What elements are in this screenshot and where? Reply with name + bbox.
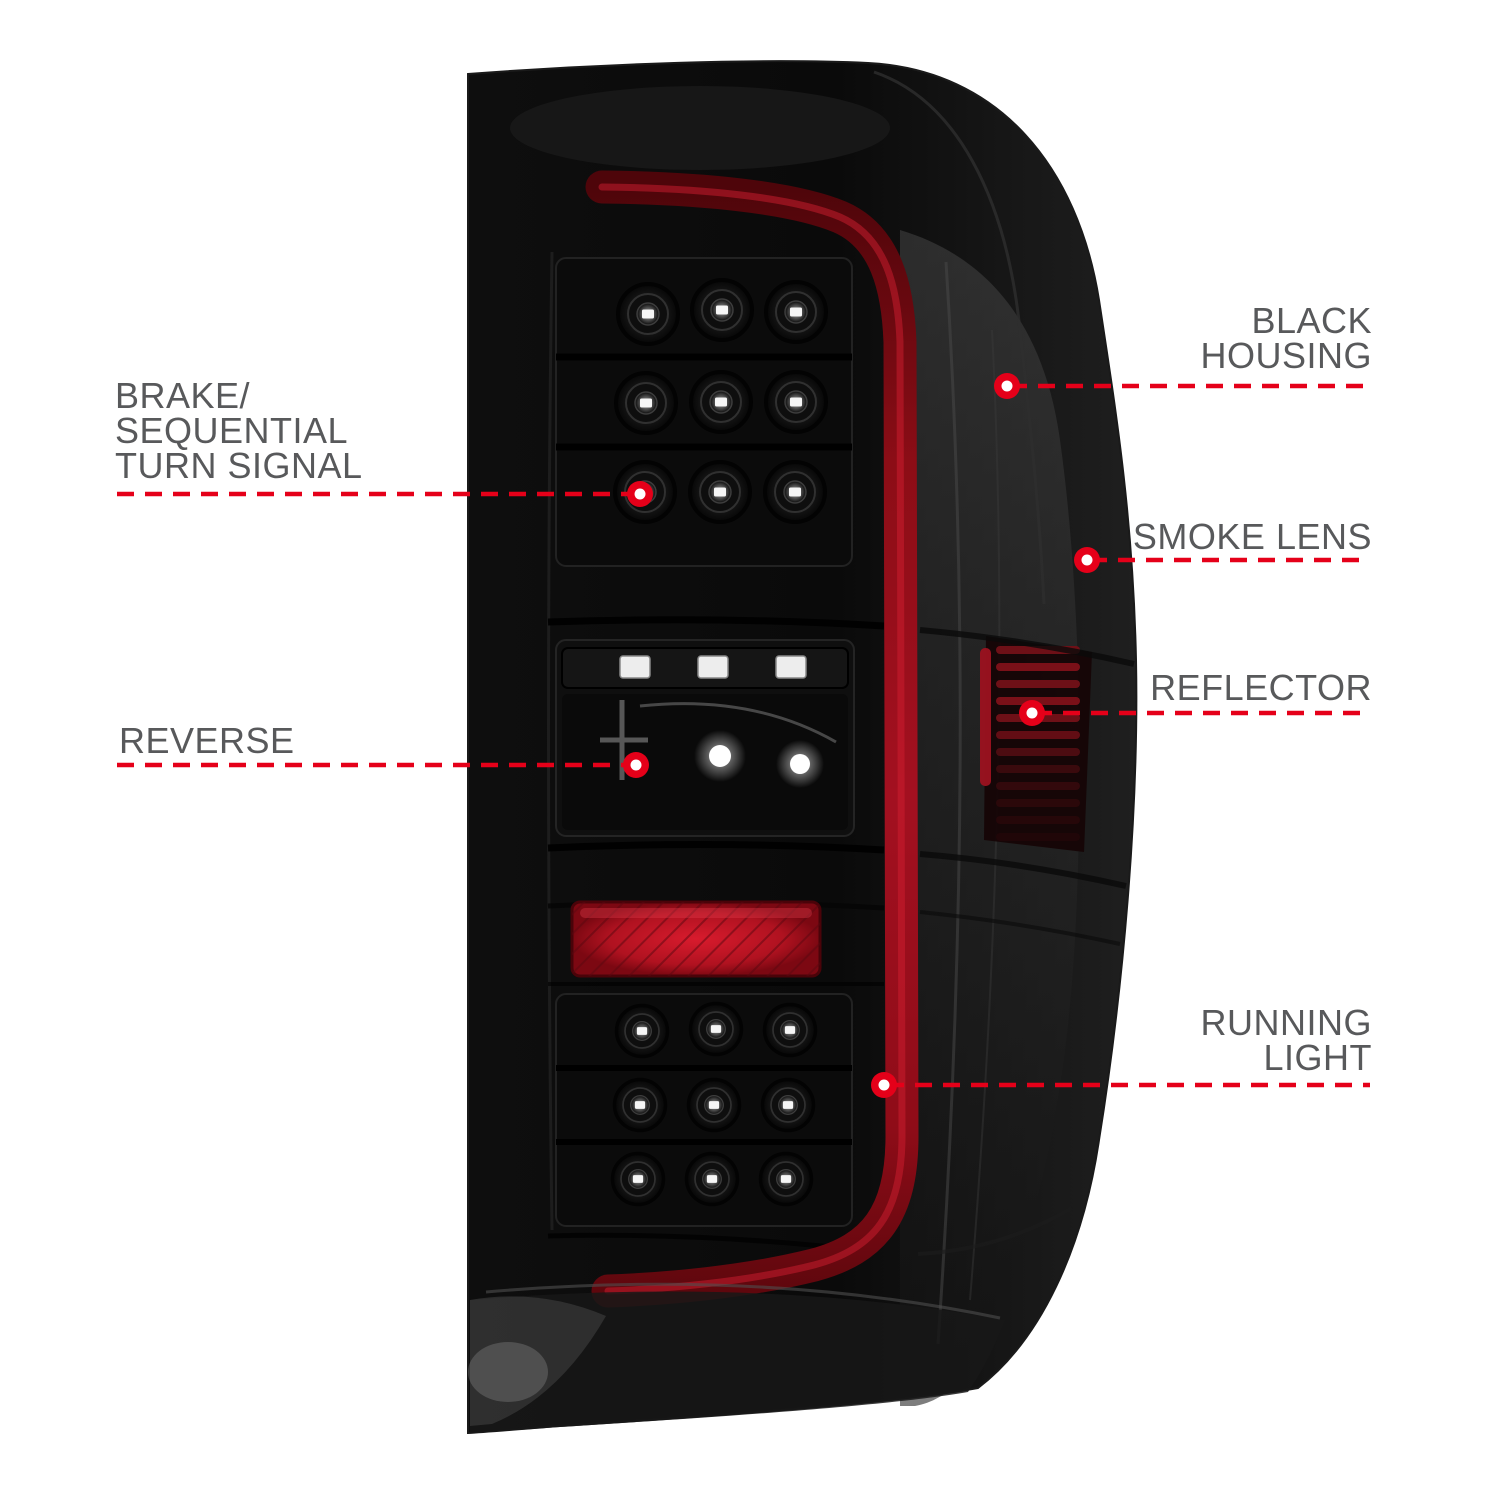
label-brake-sequential-turn-signal: BRAKE/ SEQUENTIAL TURN SIGNAL [115, 375, 363, 486]
rear-reflector [570, 900, 822, 978]
label-smoke-lens: SMOKE LENS [1132, 516, 1372, 557]
tail-light-body [467, 60, 1138, 1435]
reverse-panel [555, 639, 855, 837]
callout-dot-reflector [1019, 700, 1045, 726]
callout-dots [623, 373, 1100, 1098]
callout-dot-running-light [871, 1072, 897, 1098]
callout-dot-black-housing [994, 373, 1020, 399]
side-reflector [980, 636, 1092, 852]
label-black-housing: BLACK HOUSING [1200, 300, 1372, 376]
callout-lines [117, 383, 1370, 1088]
callout-dot-reverse [623, 752, 649, 778]
label-reverse: REVERSE [119, 720, 295, 761]
callout-dot-brake-sequential-turn-signal [627, 481, 653, 507]
label-reflector: REFLECTOR [1150, 667, 1372, 708]
label-running-light: RUNNING LIGHT [1200, 1002, 1372, 1078]
callout-dot-smoke-lens [1074, 547, 1100, 573]
running-led-panel [555, 993, 853, 1227]
brake-led-panel [555, 257, 853, 567]
